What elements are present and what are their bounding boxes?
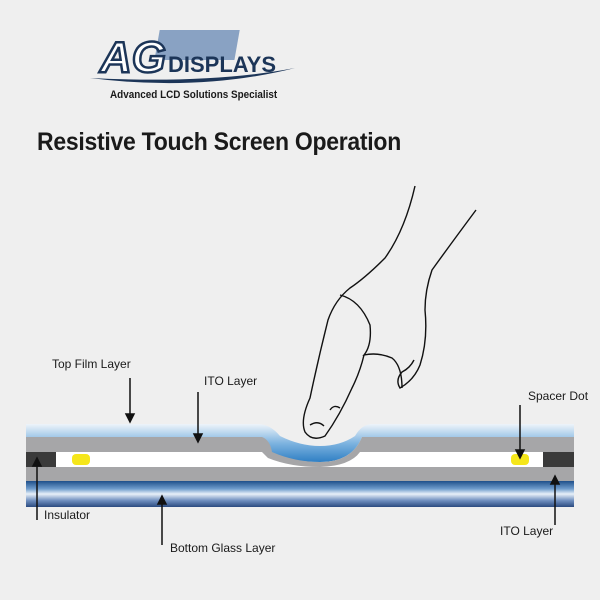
insulator-right xyxy=(543,452,574,467)
spacer-dot-left xyxy=(72,454,90,465)
label-top-film-layer: Top Film Layer xyxy=(52,357,131,371)
label-insulator: Insulator xyxy=(44,508,91,522)
label-bottom-glass-layer: Bottom Glass Layer xyxy=(170,541,276,555)
touch-screen-stack xyxy=(26,424,574,507)
label-ito-layer-top: ITO Layer xyxy=(204,374,258,388)
svg-text:DISPLAYS: DISPLAYS xyxy=(168,52,276,77)
svg-text:AG: AG xyxy=(99,33,166,82)
finger-hand-illustration xyxy=(302,185,477,439)
page-title: Resistive Touch Screen Operation xyxy=(37,128,401,156)
logo-tagline: Advanced LCD Solutions Specialist xyxy=(110,89,278,101)
ag-displays-logo: AG DISPLAYS xyxy=(90,30,295,83)
top-film-layer xyxy=(26,424,574,462)
bottom-ito-layer xyxy=(26,467,574,481)
label-ito-layer-bottom: ITO Layer xyxy=(500,524,554,538)
label-spacer-dot: Spacer Dot xyxy=(528,389,589,403)
top-ito-layer xyxy=(26,437,574,467)
insulator-left xyxy=(26,452,56,467)
callout-arrows xyxy=(31,378,561,545)
bottom-glass-layer xyxy=(26,481,574,507)
